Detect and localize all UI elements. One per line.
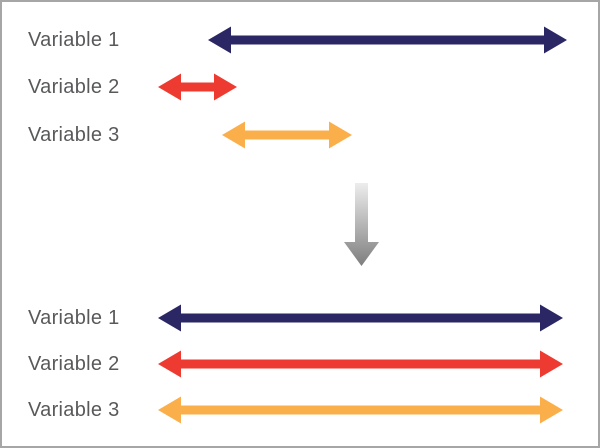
variable-2-label-bottom: Variable 2 bbox=[28, 353, 120, 375]
transform-down-arrow bbox=[344, 183, 379, 266]
variable-1-label-bottom: Variable 1 bbox=[28, 307, 120, 329]
variable-3-range-arrow-top bbox=[222, 121, 352, 149]
variable-3-range-arrow-bottom bbox=[158, 396, 563, 424]
variable-2-range-arrow-top bbox=[158, 73, 237, 101]
variable-1-label-top: Variable 1 bbox=[28, 29, 120, 51]
variable-3-label-bottom: Variable 3 bbox=[28, 399, 120, 421]
variable-3-label-top: Variable 3 bbox=[28, 124, 120, 146]
variable-2-range-arrow-bottom bbox=[158, 350, 563, 378]
variable-1-range-arrow-top bbox=[208, 26, 567, 54]
variable-2-label-top: Variable 2 bbox=[28, 76, 120, 98]
variable-1-range-arrow-bottom bbox=[158, 304, 563, 332]
